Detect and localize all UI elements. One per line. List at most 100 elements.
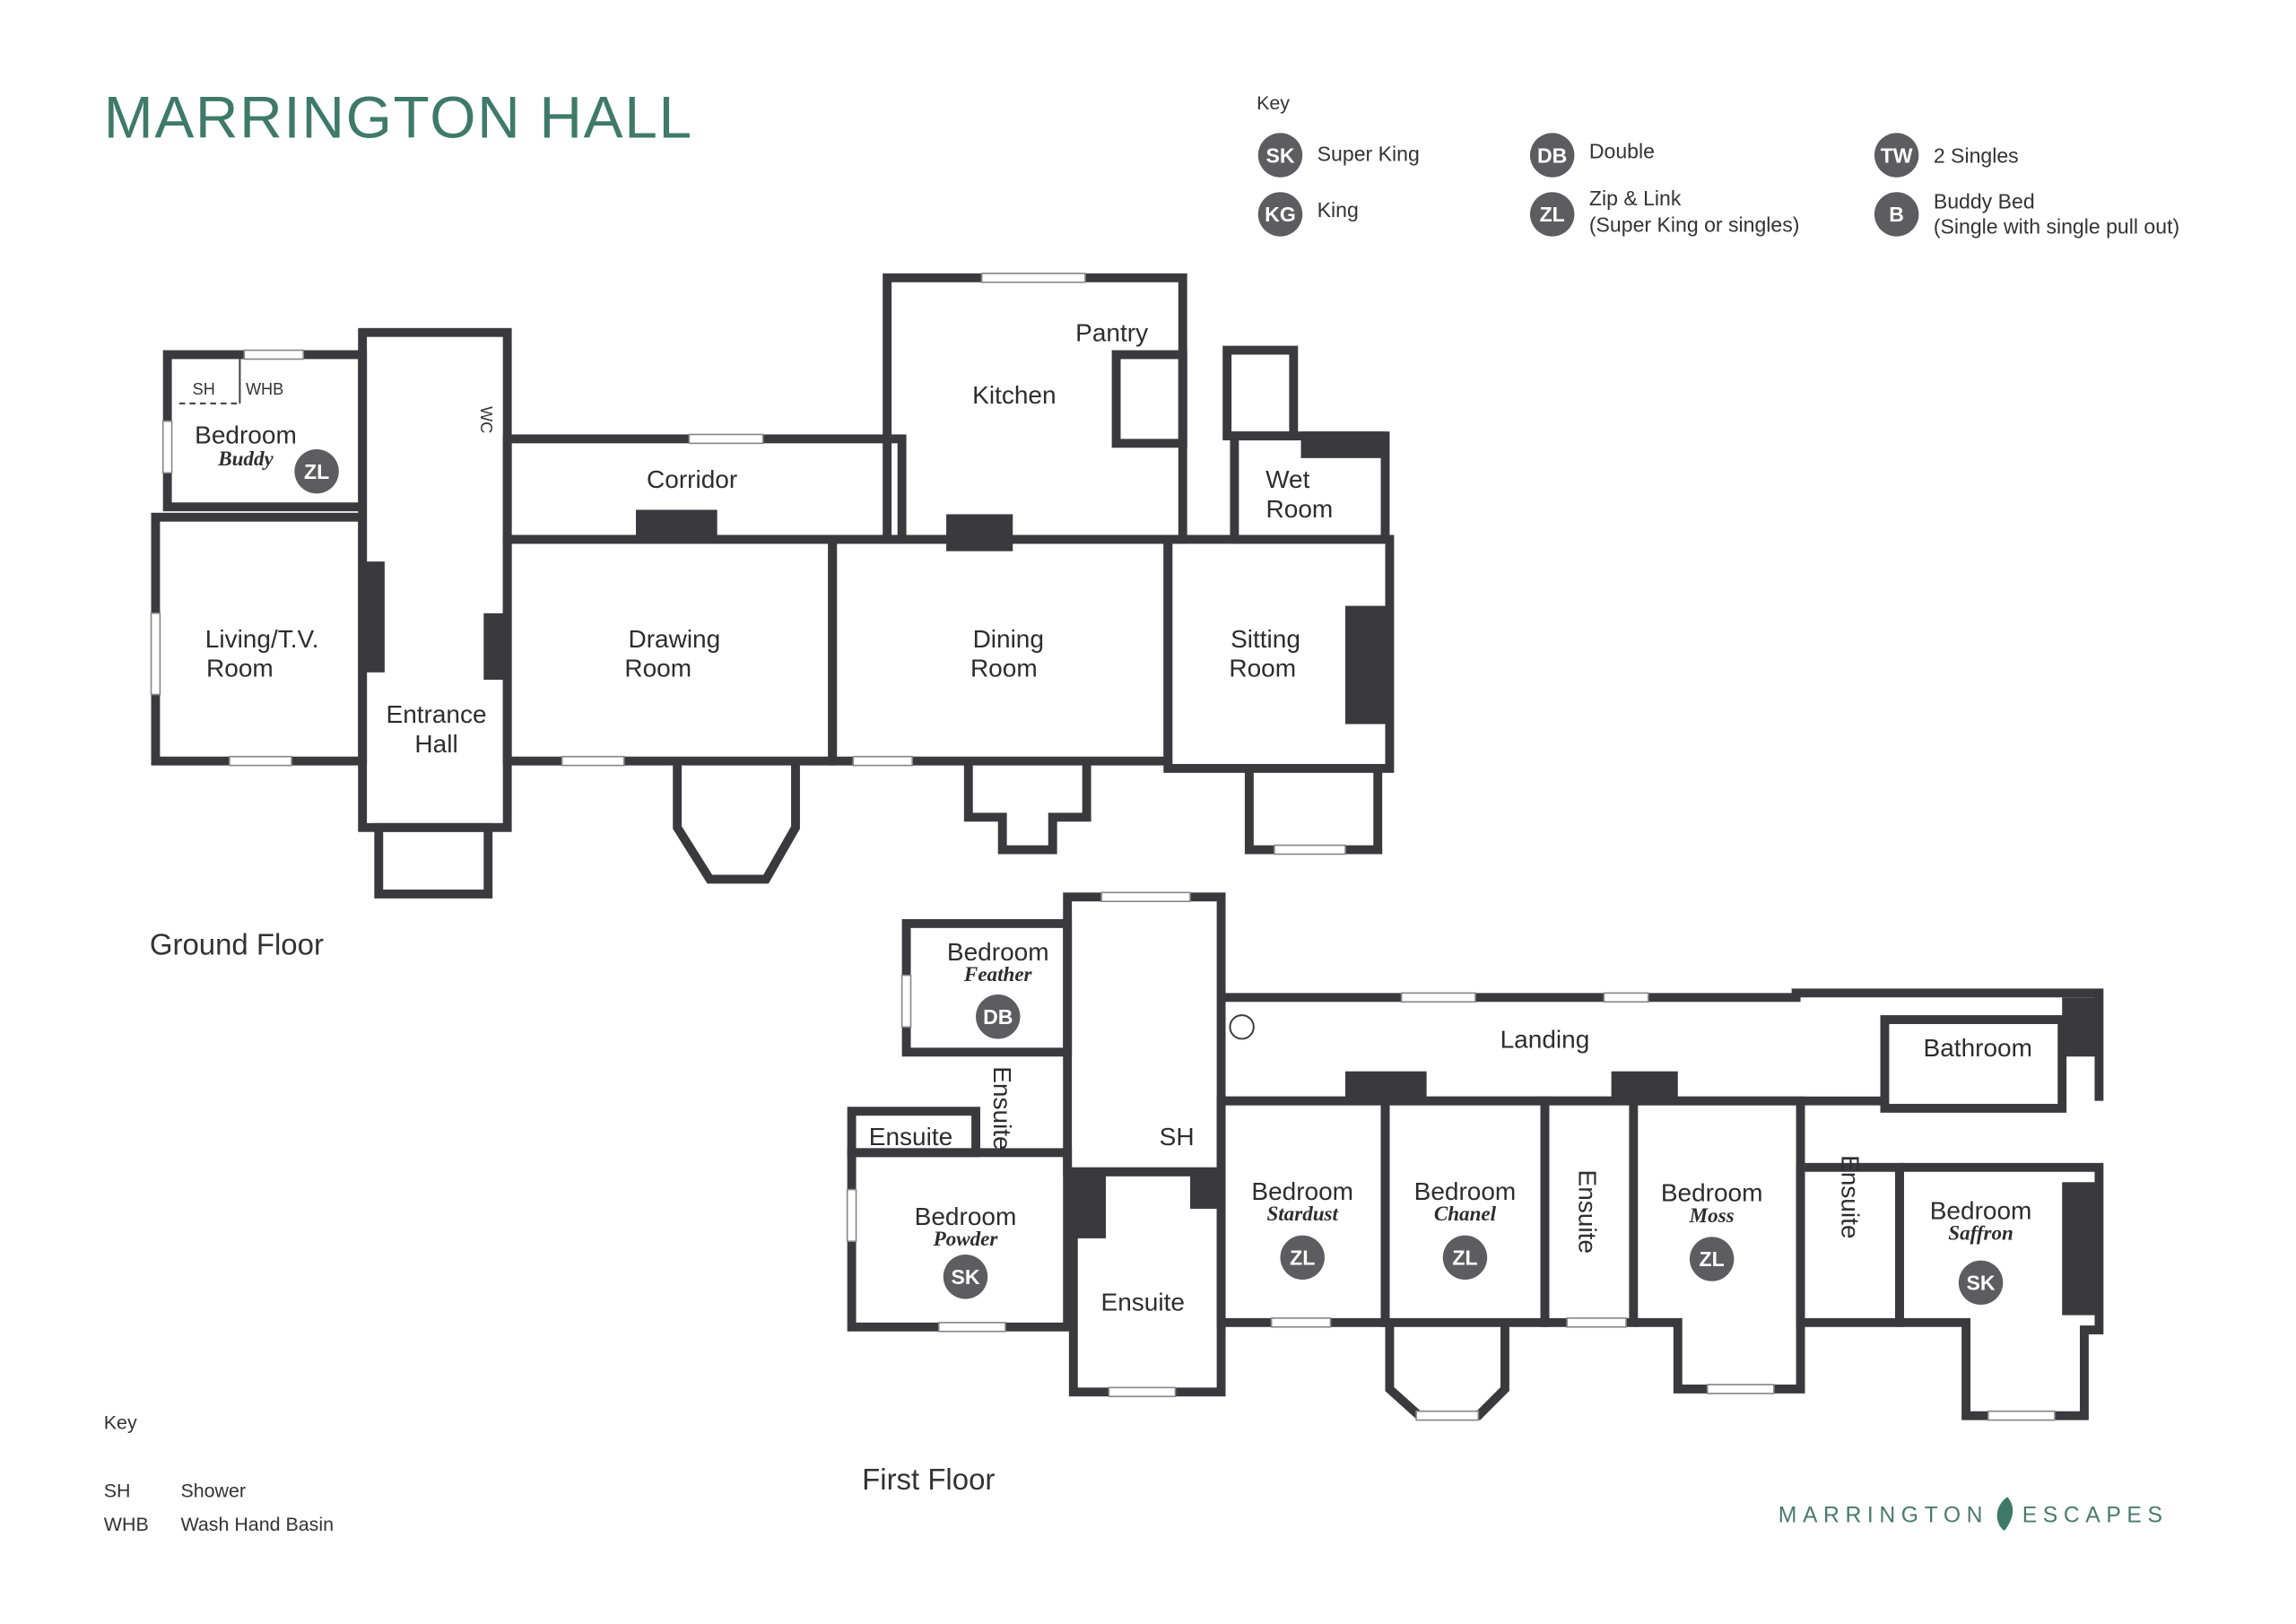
bed-badge-saffron: SK xyxy=(1967,1272,1996,1295)
first-floor-label: First Floor xyxy=(862,1463,995,1496)
room-label-ensuite-1: Ensuite xyxy=(869,1123,952,1151)
badge-icon xyxy=(1257,133,1303,178)
abbrev-label: Shower xyxy=(180,1480,246,1501)
room-label-stardust: Bedroom xyxy=(1251,1177,1353,1205)
key-label: Super King xyxy=(1318,143,1420,166)
room-sub-stardust: Stardust xyxy=(1266,1202,1338,1225)
room-label-sh: SH xyxy=(193,380,215,398)
logo-text-left: MARRINGTON xyxy=(1779,1503,1988,1527)
room-label-ensuite-5: Ensuite xyxy=(1837,1155,1865,1238)
badge-code: KG xyxy=(1265,203,1296,226)
room-label-wet: Wet xyxy=(1265,465,1309,493)
ground-floor-labels: SH WHB WC Bedroom Buddy ZL Living/T.V. R… xyxy=(150,319,1333,961)
key-label: Double xyxy=(1589,139,1655,162)
room-label-dining-2: Room xyxy=(970,655,1038,682)
room-label-moss: Bedroom xyxy=(1661,1179,1763,1207)
room-label-drawing: Drawing xyxy=(629,625,721,653)
badge-code: ZL xyxy=(1540,203,1565,226)
room-label-drawing-2: Room xyxy=(624,655,691,682)
key-item-zl: ZL Zip & Link (Super King or singles) xyxy=(1529,187,1800,237)
bed-badge-powder: SK xyxy=(951,1265,979,1289)
room-label-whb: WHB xyxy=(246,380,283,398)
room-label-landing: Landing xyxy=(1500,1025,1590,1053)
room-sub-buddy: Buddy xyxy=(217,447,274,470)
first-floor-labels: Bedroom Feather DB Ensuite Ensuite SH Be… xyxy=(862,938,2032,1496)
key-label: Buddy Bed xyxy=(1934,189,2035,213)
room-label-feather: Bedroom xyxy=(947,938,1049,966)
abbrev-key-heading: Key xyxy=(104,1411,137,1433)
room-label-wet-2: Room xyxy=(1266,495,1334,523)
badge-icon xyxy=(1529,133,1575,178)
ground-floor-label: Ground Floor xyxy=(150,928,324,961)
bed-badge-buddy: ZL xyxy=(304,460,329,483)
room-sub-moss: Moss xyxy=(1689,1203,1735,1227)
bed-badge-icon xyxy=(943,1255,988,1299)
bed-badge-icon xyxy=(294,448,339,494)
room-sub-powder: Powder xyxy=(933,1227,999,1250)
first-floor-walls xyxy=(846,891,2104,1421)
badge-icon xyxy=(1257,192,1303,237)
bed-badge-icon xyxy=(1958,1260,2004,1306)
room-label-ensuite-3: Ensuite xyxy=(1101,1289,1185,1316)
room-label-living: Living/T.V. xyxy=(205,625,319,653)
key-label: Zip & Link xyxy=(1589,187,1682,210)
abbrev-code: WHB xyxy=(104,1514,149,1535)
key-label: King xyxy=(1318,198,1359,221)
badge-icon xyxy=(1874,133,1919,178)
key-note: (Single with single pull out) xyxy=(1934,214,2179,238)
room-label-sh: SH xyxy=(1160,1123,1195,1151)
abbrev-label: Wash Hand Basin xyxy=(180,1514,334,1535)
bed-badge-icon xyxy=(976,994,1021,1039)
abbrev-key: Key SH Shower WHB Wash Hand Basin xyxy=(104,1411,334,1535)
room-sub-feather: Feather xyxy=(963,962,1033,986)
key-label: 2 Singles xyxy=(1934,143,2019,167)
room-label-wc: WC xyxy=(477,406,495,433)
bed-badge-icon xyxy=(1280,1235,1325,1281)
key-item-tw: TW 2 Singles xyxy=(1874,133,2019,178)
badge-icon xyxy=(1874,192,1919,237)
key-item-kg: KG King xyxy=(1257,192,1359,237)
room-label-powder: Bedroom xyxy=(915,1203,1017,1230)
room-label-bathroom: Bathroom xyxy=(1924,1034,2032,1062)
room-label-corridor: Corridor xyxy=(647,465,737,493)
column-icon xyxy=(1229,1014,1255,1040)
bed-badge-icon xyxy=(1689,1237,1735,1281)
room-label-dining: Dining xyxy=(973,625,1044,653)
key-heading: Key xyxy=(1257,92,1290,114)
room-label-bedroom-buddy: Bedroom xyxy=(195,421,297,448)
badge-code: TW xyxy=(1881,143,1913,167)
room-label-ensuite-2: Ensuite xyxy=(988,1066,1016,1150)
abbrev-code: SH xyxy=(104,1480,131,1501)
ground-floor-walls xyxy=(150,273,1395,899)
room-label-entrance: Entrance xyxy=(387,700,487,728)
room-label-chanel: Bedroom xyxy=(1414,1177,1517,1205)
room-label-living-2: Room xyxy=(206,655,274,682)
bed-key: Key SK Super King KG King DB Double ZL Zip &… xyxy=(1257,92,2179,238)
badge-code: SK xyxy=(1265,143,1294,167)
page-title: MARRINGTON HALL xyxy=(104,83,693,150)
room-label-kitchen: Kitchen xyxy=(972,381,1056,409)
room-sub-chanel: Chanel xyxy=(1434,1202,1497,1225)
room-label-sitting-2: Room xyxy=(1229,655,1296,682)
key-item-b: B Buddy Bed(Single with single pull out) xyxy=(1874,189,2179,238)
badge-icon xyxy=(1529,192,1575,237)
room-label-ensuite-4: Ensuite xyxy=(1573,1170,1601,1254)
badge-code: DB xyxy=(1537,143,1567,167)
room-label-pantry: Pantry xyxy=(1075,319,1148,347)
room-sub-saffron: Saffron xyxy=(1948,1221,2013,1245)
key-item-db: DB Double xyxy=(1529,133,1655,178)
room-label-entrance-2: Hall xyxy=(414,730,457,758)
marrington-escapes-logo: MARRINGTON ESCAPES xyxy=(1779,1497,2169,1532)
bed-badge-feather: DB xyxy=(983,1005,1013,1029)
key-item-sk: SK Super King xyxy=(1257,133,1420,178)
logo-text-right: ESCAPES xyxy=(2022,1503,2169,1527)
bed-badge-moss: ZL xyxy=(1700,1247,1725,1271)
bed-badge-stardust: ZL xyxy=(1290,1246,1315,1270)
room-label-sitting: Sitting xyxy=(1231,625,1300,653)
bed-badge-chanel: ZL xyxy=(1452,1246,1477,1270)
badge-code: B xyxy=(1889,203,1904,226)
key-note: (Super King or singles) xyxy=(1589,213,1800,237)
room-label-saffron: Bedroom xyxy=(1930,1196,2032,1224)
leaf-icon xyxy=(1996,1497,2013,1532)
